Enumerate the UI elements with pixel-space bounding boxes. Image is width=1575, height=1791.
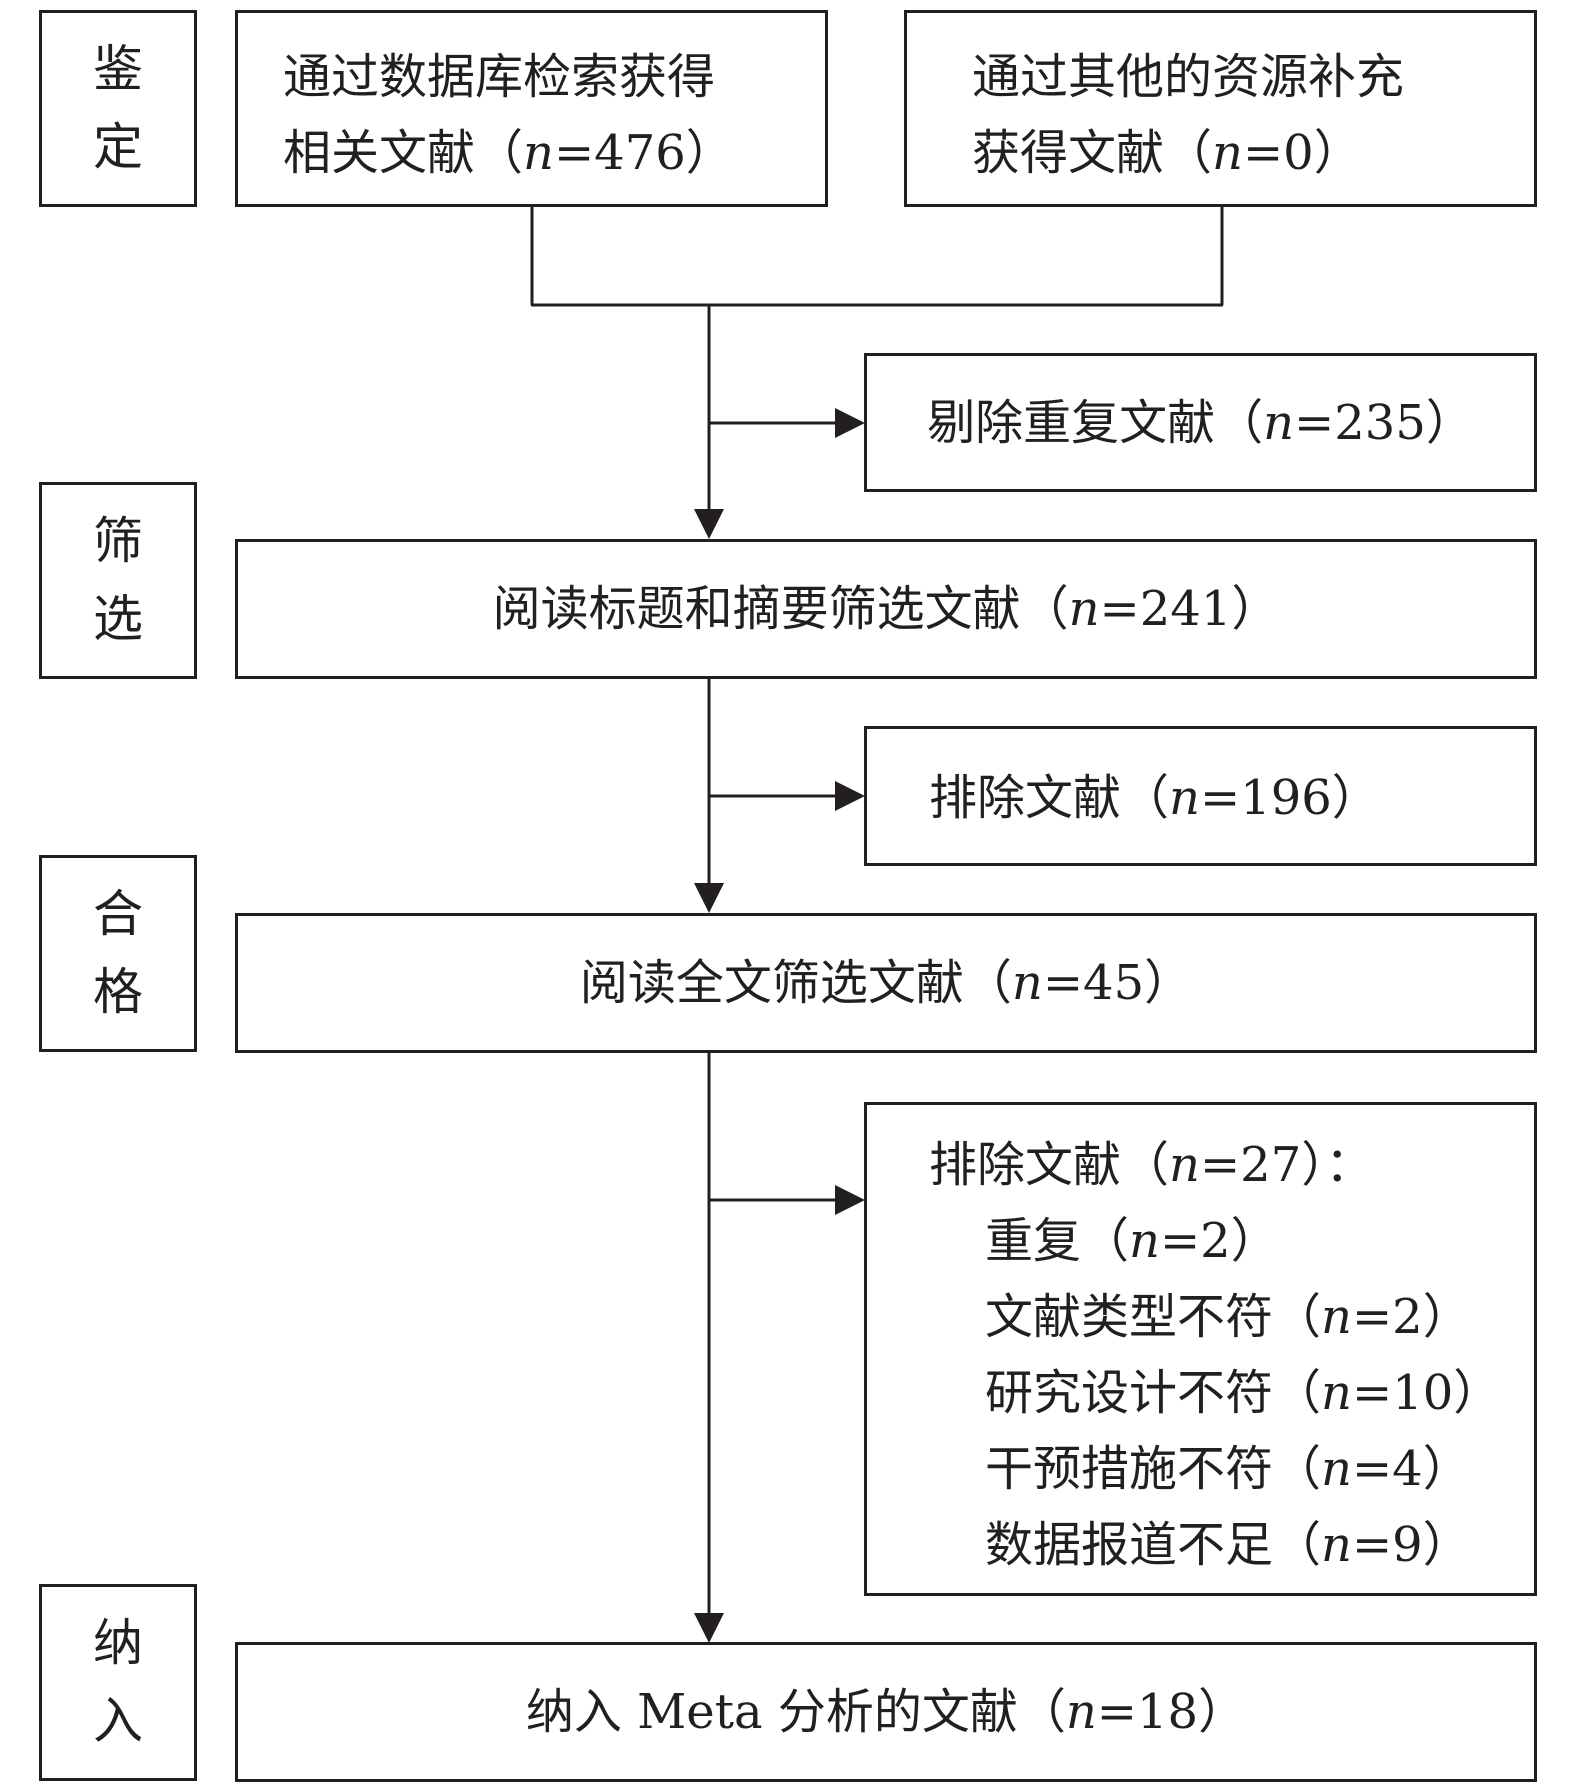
included-label: 纳入 Meta 分析的文献（ <box>525 1684 1066 1740</box>
duplicates-removed-count: =235） <box>1294 394 1474 451</box>
reason-count: =9） <box>1351 1517 1471 1573</box>
excluded-1-text: 排除文献（n=196） <box>929 774 1380 822</box>
included-box: 纳入 Meta 分析的文献（n=18） <box>235 1642 1537 1782</box>
other-sources-count: =0） <box>1242 125 1362 181</box>
excluded-2-list: 排除文献（n=27）： 重复（n=2） 文献类型不符（n=2） 研究设计不符（n… <box>929 1127 1501 1583</box>
other-sources-line-2: 获得文献（n=0） <box>972 129 1362 177</box>
duplicates-removed-n: n <box>1263 394 1295 451</box>
duplicates-removed-text: 剔除重复文献（n=235） <box>927 399 1474 447</box>
title-abstract-n: n <box>1068 581 1100 637</box>
stage-included-char-2: 入 <box>93 1691 143 1750</box>
reason-label: 数据报道不足（ <box>985 1517 1322 1573</box>
stage-screening: 筛 选 <box>39 482 197 679</box>
reason-n: n <box>1321 1289 1352 1345</box>
fulltext-n: n <box>1011 955 1043 1011</box>
reason-label: 研究设计不符（ <box>985 1365 1322 1421</box>
fulltext-count: =45） <box>1042 955 1193 1011</box>
db-search-line-2-text: 相关文献（ <box>283 125 524 181</box>
duplicates-removed-box: 剔除重复文献（n=235） <box>864 353 1537 492</box>
other-sources-n: n <box>1212 125 1243 181</box>
reason-label: 重复（ <box>985 1213 1130 1269</box>
excluded-2-n: n <box>1169 1137 1200 1193</box>
exclusion-reason-duplicate: 重复（n=2） <box>929 1203 1501 1279</box>
reason-count: =10） <box>1351 1365 1502 1421</box>
db-search-count: =476） <box>553 125 734 181</box>
db-search-box: 通过数据库检索获得 相关文献（n=476） <box>235 10 828 207</box>
excluded-1-box: 排除文献（n=196） <box>864 726 1537 866</box>
stage-identification-char-1: 鉴 <box>93 40 143 98</box>
reason-count: =4） <box>1351 1441 1471 1497</box>
excluded-1-label: 排除文献（ <box>929 770 1170 826</box>
excluded-1-count: =196） <box>1199 770 1380 826</box>
included-count: =18） <box>1096 1684 1247 1740</box>
included-n: n <box>1065 1684 1097 1740</box>
stage-eligibility-char-2: 格 <box>93 962 143 1021</box>
stage-eligibility: 合 格 <box>39 855 197 1052</box>
db-search-line-2: 相关文献（n=476） <box>283 129 734 177</box>
excluded-1-n: n <box>1169 770 1200 826</box>
other-sources-line-2-text: 获得文献（ <box>972 125 1213 181</box>
other-sources-box: 通过其他的资源补充 获得文献（n=0） <box>904 10 1537 207</box>
stage-screening-char-2: 选 <box>93 589 143 648</box>
stage-identification-char-2: 定 <box>93 117 143 176</box>
reason-n: n <box>1321 1365 1352 1421</box>
db-search-n: n <box>523 125 554 181</box>
stage-identification: 鉴 定 <box>39 10 197 207</box>
db-search-line-1: 通过数据库检索获得 <box>283 49 716 105</box>
reason-n: n <box>1129 1213 1160 1269</box>
exclusion-reason-document-type: 文献类型不符（n=2） <box>929 1279 1501 1355</box>
included-text: 纳入 Meta 分析的文献（n=18） <box>526 1688 1246 1736</box>
other-sources-line-1: 通过其他的资源补充 <box>972 49 1405 105</box>
exclusion-reason-study-design: 研究设计不符（n=10） <box>929 1355 1501 1431</box>
fulltext-label: 阅读全文筛选文献（ <box>579 955 1012 1011</box>
stage-eligibility-char-1: 合 <box>93 885 143 943</box>
stage-included: 纳 入 <box>39 1584 197 1781</box>
excluded-2-box: 排除文献（n=27）： 重复（n=2） 文献类型不符（n=2） 研究设计不符（n… <box>864 1102 1537 1596</box>
stage-included-char-1: 纳 <box>93 1614 143 1672</box>
title-abstract-count: =241） <box>1099 581 1280 637</box>
excluded-2-label: 排除文献（ <box>929 1137 1170 1193</box>
excluded-2-header: 排除文献（n=27）： <box>929 1127 1501 1203</box>
duplicates-removed-label: 剔除重复文献（ <box>927 394 1264 451</box>
reason-n: n <box>1321 1441 1352 1497</box>
title-abstract-label: 阅读标题和摘要筛选文献（ <box>492 581 1069 637</box>
title-abstract-box: 阅读标题和摘要筛选文献（n=241） <box>235 539 1537 679</box>
exclusion-reason-intervention: 干预措施不符（n=4） <box>929 1431 1501 1507</box>
exclusion-reason-insufficient-data: 数据报道不足（n=9） <box>929 1507 1501 1583</box>
fulltext-box: 阅读全文筛选文献（n=45） <box>235 913 1537 1053</box>
stage-screening-char-1: 筛 <box>93 512 143 570</box>
fulltext-text: 阅读全文筛选文献（n=45） <box>580 959 1192 1007</box>
reason-label: 干预措施不符（ <box>985 1441 1322 1497</box>
title-abstract-text: 阅读标题和摘要筛选文献（n=241） <box>493 585 1280 633</box>
reason-label: 文献类型不符（ <box>985 1289 1322 1345</box>
reason-count: =2） <box>1351 1289 1471 1345</box>
reason-count: =2） <box>1159 1213 1279 1269</box>
excluded-2-count: =27）： <box>1199 1137 1374 1193</box>
reason-n: n <box>1321 1517 1352 1573</box>
